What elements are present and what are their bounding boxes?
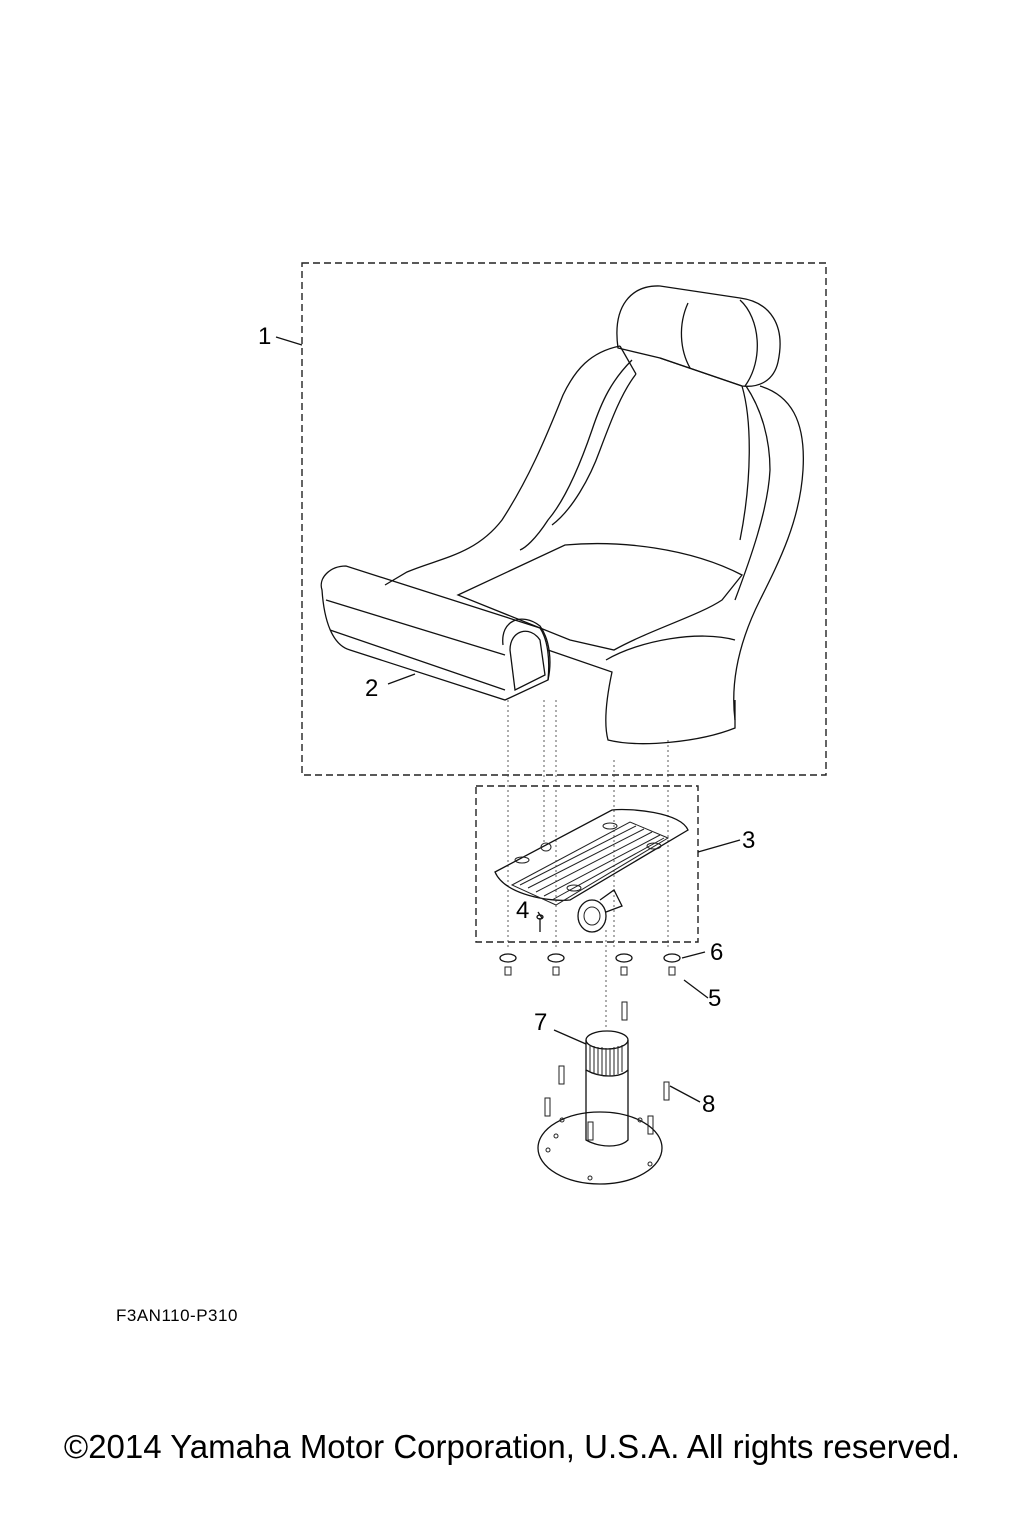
callout-3: 3 <box>742 827 755 854</box>
callout-4: 4 <box>516 897 529 924</box>
callout-1: 1 <box>258 323 271 350</box>
callout-8: 8 <box>702 1091 715 1118</box>
seat-assembly-group-box <box>301 262 827 776</box>
callout-6: 6 <box>710 939 723 966</box>
callout-5: 5 <box>708 985 721 1012</box>
seat <box>320 285 805 950</box>
diagram-reference-code: F3AN110-P310 <box>116 1306 238 1325</box>
seat-mount-bracket <box>494 808 689 933</box>
callout-2: 2 <box>365 675 378 702</box>
pedestal <box>537 930 670 1185</box>
callout-7: 7 <box>534 1009 547 1036</box>
copyright-notice: ©2014 Yamaha Motor Corporation, U.S.A. A… <box>63 1428 961 1465</box>
callout-leaders <box>275 336 741 1103</box>
mount-bracket-group-box <box>475 785 699 943</box>
washers-and-screws <box>499 953 681 976</box>
